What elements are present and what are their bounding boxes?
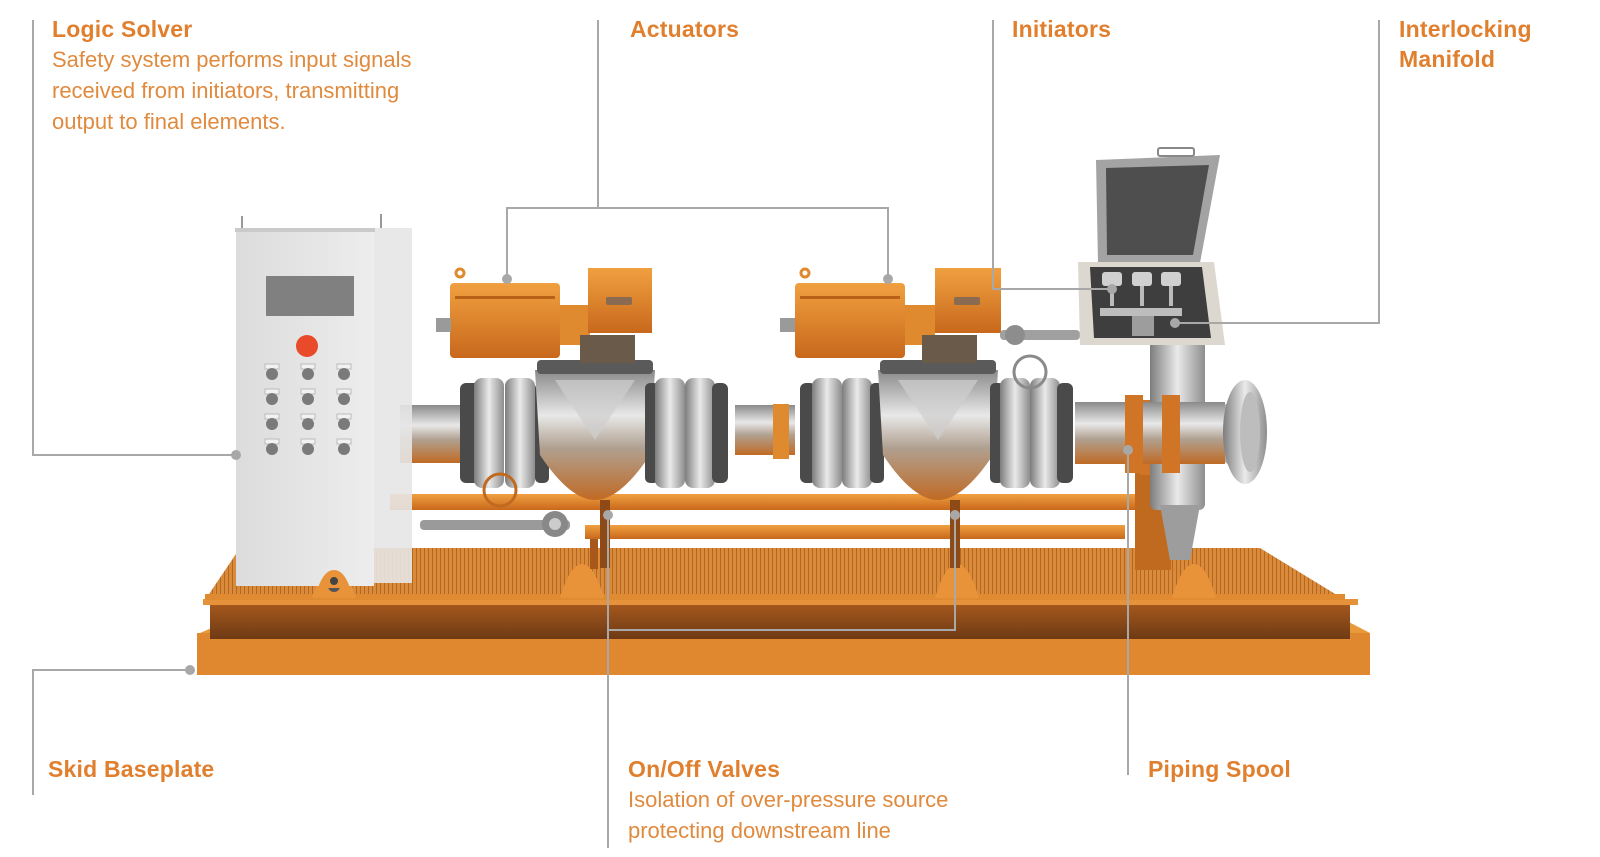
emergency-stop-button	[296, 335, 318, 357]
pressure-transmitter	[1102, 272, 1122, 306]
callout-dot	[1123, 445, 1133, 455]
callout-line-actuators-split	[506, 207, 889, 279]
piping-spool	[1075, 402, 1225, 464]
skid-frame	[390, 400, 1171, 570]
callout-dot	[185, 665, 195, 675]
callout-lines	[32, 20, 1380, 848]
selector-switch	[264, 363, 280, 380]
selector-switch	[264, 388, 280, 405]
callout-title: On/Off Valves	[628, 756, 781, 782]
callout-desc-line: received from initiators, transmitting	[52, 78, 400, 103]
lifting-lug	[560, 564, 604, 598]
callout-title: Actuators	[630, 16, 740, 42]
selector-switch	[300, 438, 316, 455]
selector-switch	[300, 413, 316, 430]
pressure-transmitter	[1132, 272, 1152, 306]
callout-dot	[883, 274, 893, 284]
selector-switch	[264, 413, 280, 430]
logic-solver-cabinet	[235, 214, 412, 588]
callout-skid-baseplate: Skid Baseplate	[48, 754, 214, 784]
selector-switch	[336, 363, 352, 380]
pressure-transmitter	[1161, 272, 1181, 306]
lifting-lug	[935, 564, 979, 598]
callout-piping-spool: Piping Spool	[1148, 754, 1291, 784]
callout-line-skid-baseplate	[32, 669, 190, 795]
skid-baseplate	[197, 548, 1370, 675]
callout-title: Logic Solver	[52, 16, 193, 42]
callout-desc-line: output to final elements.	[52, 109, 286, 134]
actuator-2	[780, 267, 1001, 363]
on-off-valve-2	[800, 354, 1073, 500]
callout-actuators: Actuators	[630, 14, 739, 44]
selector-switch	[336, 388, 352, 405]
selector-switch	[336, 438, 352, 455]
callout-dots	[185, 274, 1180, 675]
callout-dot	[950, 510, 960, 520]
callout-title: Interlocking	[1399, 16, 1532, 42]
control-buttons	[264, 363, 352, 455]
callout-line-initiators	[992, 20, 1112, 290]
callout-title: Initiators	[1012, 16, 1112, 42]
callout-dot	[231, 450, 241, 460]
callout-desc-line: Safety system performs input signals	[52, 47, 412, 72]
selector-switch	[300, 388, 316, 405]
callout-title: Manifold	[1399, 46, 1496, 72]
callout-dot	[502, 274, 512, 284]
interlocking-manifold-enclosure	[1078, 147, 1225, 345]
callout-initiators: Initiators	[1012, 14, 1111, 44]
callout-dot	[1170, 318, 1180, 328]
callout-interlocking-manifold: Interlocking Manifold	[1399, 14, 1532, 74]
callout-dot	[1107, 284, 1117, 294]
actuator-1	[436, 267, 652, 363]
callout-desc-line: Isolation of over-pressure source	[628, 787, 949, 812]
on-off-valve-1	[460, 360, 728, 508]
selector-switch	[264, 438, 280, 455]
callout-desc-line: protecting downstream line	[628, 818, 891, 843]
hmi-display	[266, 276, 354, 316]
callout-line-interlocking-manifold	[1175, 20, 1380, 324]
callout-dot	[603, 510, 613, 520]
selector-switch	[336, 413, 352, 430]
callout-title: Skid Baseplate	[48, 756, 215, 782]
callout-on-off-valves: On/Off Valves Isolation of over-pressure…	[628, 754, 948, 846]
lifting-lug	[1172, 564, 1216, 598]
callout-line-on-off-valves-split	[608, 515, 956, 631]
callout-logic-solver: Logic Solver Safety system performs inpu…	[52, 14, 411, 137]
callout-title: Piping Spool	[1148, 756, 1291, 782]
callout-line-logic-solver	[32, 20, 236, 456]
selector-switch	[300, 363, 316, 380]
